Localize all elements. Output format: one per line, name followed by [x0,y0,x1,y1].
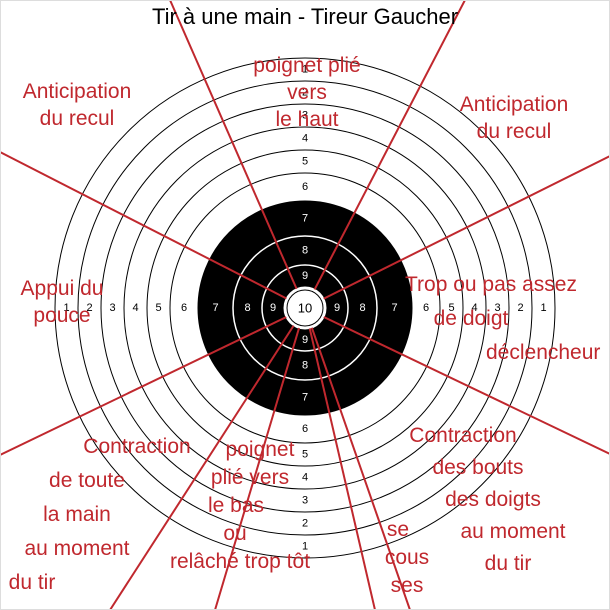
ring-number-top-6: 6 [302,181,308,193]
label-bottom-right-line-3: des doigts [445,488,541,511]
sector-line-1 [169,0,306,309]
ring-number-top-5: 5 [302,155,308,167]
ring-number-top-2: 2 [302,86,308,98]
label-right: Trop ou pas assez de doigt déclencheur [388,268,601,370]
label-top-right-line-2: du recul [476,120,552,143]
label-bottom-left-line-5: du tir [8,571,56,594]
label-bottom-small: se cous ses [372,516,442,600]
ring-number-bottom-3: 3 [302,494,308,506]
label-bottom-left: Contraction de toute la main au moment d… [2,430,212,600]
sector-line-9 [214,307,306,610]
ring-number-right-7: 7 [391,302,397,314]
sector-line-5 [0,307,306,456]
ring-number-right-9: 9 [334,302,340,314]
label-bottom-right-line-4: au moment [460,520,566,543]
label-top-right: Anticipation du recul [434,91,594,145]
ring-number-bottom-7: 7 [302,391,308,403]
ring-number-bottom-8: 8 [302,359,308,371]
sector-line-4 [304,155,610,309]
ring-number-top-3: 3 [302,109,308,121]
label-right-line-1: Trop ou pas assez [405,273,577,296]
label-right-line-3: déclencheur [486,341,601,364]
ring-9 [261,264,349,352]
ring-number-left-3: 3 [109,302,115,314]
label-top-right-line-1: Anticipation [459,93,569,116]
ring-number-left-5: 5 [155,302,161,314]
sector-line-10 [304,307,411,610]
label-bottom-left-line-1: Contraction [83,435,191,458]
ring-number-top-4: 4 [302,132,308,144]
label-left: Appui du pouce [2,275,122,329]
ring-number-left-6: 6 [181,302,187,314]
sector-line-6 [304,307,610,455]
sector-line-3 [0,151,306,309]
diagram-title: Tir à une main - Tireur Gaucher [151,4,459,29]
ring-number-left-2: 2 [86,302,92,314]
label-bottom-right-line-2: des bouts [432,456,524,479]
ring-8 [232,235,378,381]
label-top-left-line-2: du recul [39,107,115,130]
label-bottom-center-line-4: ou [223,522,247,545]
sector-line-2 [304,0,466,309]
label-top-left-line-1: Anticipation [22,80,132,103]
label-bottom-center-line-1: poignet [225,438,295,461]
label-bottom-right-line-1: Contraction [409,424,517,447]
label-top-line-3: le haut [275,108,339,131]
sector-line-7 [109,307,306,610]
ring-number-right-3: 3 [494,302,500,314]
ring-number-bottom-4: 4 [302,471,308,483]
ring-number-left-1: 1 [63,302,69,314]
label-top-left: Anticipation du recul [2,78,152,132]
ring-number-bottom-1: 1 [302,540,308,552]
label-left-line-1: Appui du [20,277,104,300]
label-bottom-right: Contraction des bouts des doigts au mome… [378,420,598,580]
label-top-line-2: vers [287,81,327,104]
ring-number-left-8: 8 [244,302,250,314]
ring-number-left-9: 9 [270,302,276,314]
ring-number-right-5: 5 [448,302,454,314]
label-bottom-right-line-5: du tir [484,552,532,575]
label-right-line-2: de doigt [433,307,509,330]
ring-number-right-1: 1 [540,302,546,314]
ring-number-left-7: 7 [212,302,218,314]
label-bottom-center-line-2: plié vers [210,466,290,489]
ring-number-right-2: 2 [517,302,523,314]
label-bottom-center: poignet plié vers le bas ou relâché trop… [140,436,340,576]
label-bottom-left-line-4: au moment [24,537,130,560]
label-bottom-left-line-2: de toute [49,469,125,492]
label-bottom-small-line-2: cous [384,546,430,569]
ring-number-bottom-5: 5 [302,448,308,460]
center-number: 10 [298,300,312,315]
ring-number-top-7: 7 [302,212,308,224]
ring-number-bottom-9: 9 [302,334,308,346]
center-ring [286,289,324,327]
label-bottom-left-line-3: la main [43,503,111,526]
ring-number-bottom-2: 2 [302,517,308,529]
ring-number-top-1: 1 [302,63,308,75]
label-bottom-small-line-3: ses [390,574,424,597]
ring-number-right-4: 4 [471,302,477,314]
label-top: poignet plié vers le haut [232,52,382,133]
label-bottom-center-line-3: le bas [207,494,265,517]
ring-number-left-4: 4 [132,302,138,314]
ring-number-bottom-6: 6 [302,423,308,435]
ring-number-top-9: 9 [302,270,308,282]
label-left-line-2: pouce [33,304,91,327]
ring-number-right-6: 6 [423,302,429,314]
sector-line-8 [304,307,376,610]
label-bottom-center-line-5: relâché trop tôt [169,550,311,573]
label-bottom-small-line-1: se [386,518,410,541]
ring-number-right-8: 8 [359,302,365,314]
center-cover [284,287,326,329]
label-top-line-1: poignet plié [253,54,361,77]
ring-number-top-8: 8 [302,244,308,256]
